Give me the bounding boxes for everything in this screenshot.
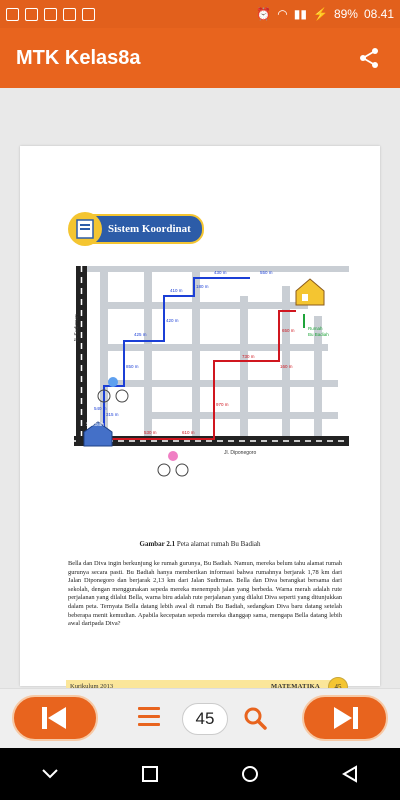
square-icon [142,766,158,782]
status-bar: ⏰ ◠ ▮▮ ⚡ 89% 08.41 [0,0,400,28]
problem-paragraph: Bella dan Diva ingin berkunjung ke rumah… [68,560,342,628]
blue-dist-label: 550 m [260,270,273,275]
document-icon [68,212,102,246]
blue-dist-label: 540 m [94,406,107,411]
hide-keyboard-button[interactable] [35,759,65,789]
home-button[interactable] [235,759,265,789]
footer-subject: MATEMATIKA [271,683,320,690]
app-bar: MTK Kelas8a [0,28,400,88]
red-dist-label: 530 m [144,430,157,435]
red-dist-label: 730 m [242,354,255,359]
signal-icon: ▮▮ [293,7,307,21]
next-page-button[interactable] [302,695,388,741]
app-notification-icon [6,7,19,21]
blue-dist-label: 420 m [166,318,179,323]
footer-curriculum: Kurikulum 2013 [70,683,114,690]
search-icon [244,707,267,730]
charging-icon: ⚡ [312,7,328,21]
menu-icon [138,707,160,710]
clock: 08.41 [363,7,394,21]
school-label: Sekolah [86,422,104,428]
circle-icon [242,766,258,782]
book-page: Sistem Koordinat [20,146,380,697]
section-title: Sistem Koordinat [108,223,191,235]
section-badge: Sistem Koordinat [68,212,204,246]
figure-caption-label: Gambar 2.1 [139,540,176,548]
blue-dist-label: 425 m [134,332,147,337]
share-icon [360,48,378,68]
search-button[interactable] [242,705,268,731]
triangle-back-icon [342,765,357,783]
blue-dist-label: 410 m [170,288,183,293]
image-notification-icon [25,7,38,21]
menu-button[interactable] [138,707,160,729]
reader-viewport[interactable]: Sistem Koordinat [0,88,400,697]
alarm-icon: ⏰ [256,7,272,21]
house-label-line2: Bu Badiah [308,332,329,337]
street-label-diponegoro: Jl. Diponegoro [224,450,256,456]
street-label-sudirman: Jl. Sudirman [74,314,80,342]
figure-caption-text: Peta alamat rumah Bu Badiah [175,540,261,548]
blue-dist-label: 430 m [214,270,227,275]
red-dist-label: 970 m [216,402,229,407]
recents-button[interactable] [135,759,165,789]
system-nav-bar [0,748,400,800]
notification-icons [6,7,95,21]
blue-dist-label: 850 m [126,364,139,369]
app-title: MTK Kelas8a [16,46,141,69]
battery-level: 89% [333,7,358,21]
skip-next-icon [334,707,358,729]
blue-dist-label: 315 m [106,412,119,417]
reader-nav-bar: 45 [0,688,400,748]
skip-previous-icon [42,707,66,729]
wifi-icon: ◠ [277,7,288,21]
mail-notification-icon [44,7,57,21]
red-dist-label: 160 m [280,364,293,369]
check-notification-icon [82,7,95,21]
previous-page-button[interactable] [12,695,98,741]
house-label-line1: Rumah [308,326,323,331]
chevron-down-icon [42,769,58,779]
red-dist-label: 610 m [182,430,195,435]
share-button[interactable] [354,43,384,73]
red-dist-label: 650 m [282,328,295,333]
game-notification-icon [63,7,76,21]
page-number-input[interactable]: 45 [182,703,228,735]
route-map: Jl. Sudirman Jl. Diponegoro Sekolah Ruma… [74,266,349,477]
blue-dist-label: 180 m [196,284,209,289]
figure-caption: Gambar 2.1 Peta alamat rumah Bu Badiah [20,540,380,548]
back-button[interactable] [335,759,365,789]
